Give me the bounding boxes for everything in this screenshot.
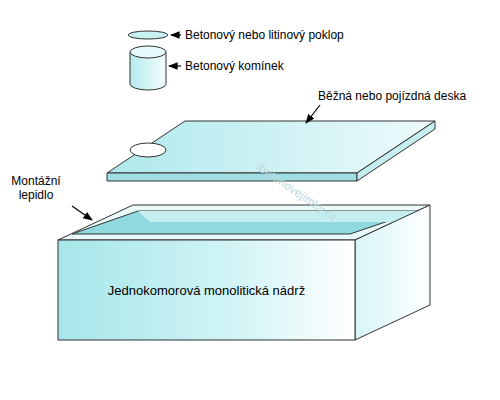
tank-body — [58, 205, 430, 340]
callout-label: Betonový nebo litinový poklop — [185, 28, 344, 42]
manhole-cover — [128, 31, 168, 39]
tank-front-face: Jednokomorová monolitická nádrž — [58, 240, 355, 340]
tank-label: Jednokomorová monolitická nádrž — [104, 279, 309, 302]
callout-label: Montážní lepidlo — [4, 174, 68, 202]
leader-arrows — [72, 35, 320, 220]
callout-label: Betonový komínek — [185, 59, 284, 73]
concrete-chimney — [130, 46, 166, 90]
callout-label: Běžná nebo pojízdná deska — [318, 89, 466, 103]
